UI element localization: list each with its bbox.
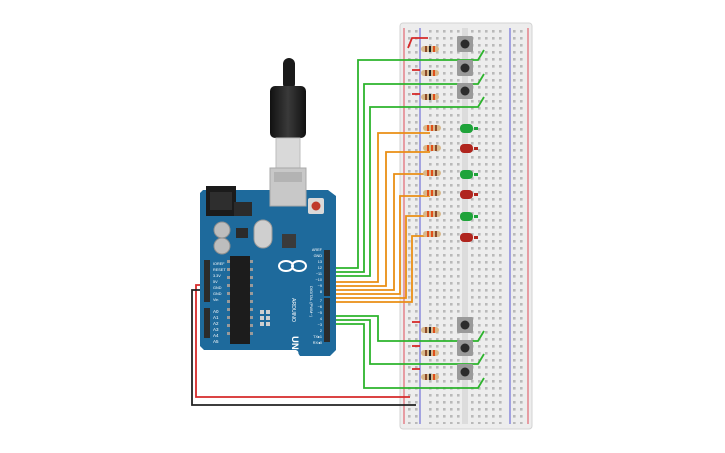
wire-orange-3[interactable]: [327, 173, 430, 291]
resistor[interactable]: [421, 350, 439, 356]
resistor[interactable]: [421, 327, 439, 333]
svg-text:4: 4: [320, 317, 322, 321]
left-power-rail[interactable]: [405, 28, 419, 424]
digital-header-label: DIGITAL (PWM~): [309, 286, 314, 318]
svg-text:A2: A2: [213, 321, 219, 326]
leds[interactable]: [460, 124, 478, 242]
atmega-chip: [230, 256, 250, 344]
crystal: [253, 219, 273, 249]
svg-text:~9: ~9: [318, 284, 322, 288]
svg-text:8: 8: [320, 290, 322, 294]
svg-text:A0: A0: [213, 309, 219, 314]
wire-orange-2[interactable]: [327, 151, 430, 287]
center-channel: [462, 28, 468, 424]
push-button[interactable]: [457, 317, 473, 333]
svg-text:GND: GND: [213, 292, 222, 296]
svg-text:RESET: RESET: [213, 268, 226, 272]
wire-green-1[interactable]: [327, 49, 485, 269]
arduino-brand-text: ARDUINO: [290, 298, 296, 322]
usb-cable-wire: [283, 58, 295, 90]
resistor[interactable]: [423, 145, 441, 151]
resistor[interactable]: [423, 190, 441, 196]
terminal-strip-right[interactable]: [469, 28, 505, 424]
resistor[interactable]: [423, 125, 441, 131]
push-button[interactable]: [457, 60, 473, 76]
digital-pin-labels-top: AREF GND 13 12 ~11 ~10 ~9 8: [312, 248, 323, 294]
arduino-uno[interactable]: ARDUINO UNO DIGITAL (PWM~) IOREF RESET 3…: [200, 167, 336, 357]
capacitor: [213, 221, 231, 239]
digital-header-top[interactable]: [324, 250, 330, 296]
resistors[interactable]: [421, 46, 441, 380]
svg-text:A4: A4: [213, 333, 219, 338]
push-button[interactable]: [457, 364, 473, 380]
resistor[interactable]: [423, 170, 441, 176]
wire-green-3[interactable]: [327, 96, 485, 277]
svg-text:~10: ~10: [316, 278, 322, 282]
power-labels: IOREF RESET 3.3V 5V GND GND Vin: [213, 262, 226, 302]
led-red[interactable]: [460, 144, 478, 153]
wire-orange-6[interactable]: [327, 235, 430, 303]
resistor[interactable]: [423, 211, 441, 217]
svg-text:13: 13: [318, 260, 322, 264]
arduino-model-text: UNO: [289, 336, 300, 357]
svg-text:2: 2: [320, 329, 322, 333]
arduino-infinity-logo: [278, 260, 307, 272]
svg-text:~6: ~6: [318, 305, 322, 309]
usb-cable[interactable]: [270, 58, 306, 169]
wire-orange-5[interactable]: [327, 215, 430, 299]
wire-green-6[interactable]: [327, 323, 485, 389]
wire-green-5[interactable]: [327, 319, 485, 365]
svg-text:5V: 5V: [213, 280, 218, 284]
svg-text:A5: A5: [213, 339, 219, 344]
svg-text:~5: ~5: [318, 311, 322, 315]
resistor[interactable]: [421, 94, 439, 100]
led-red[interactable]: [460, 190, 478, 199]
svg-text:GND: GND: [213, 286, 222, 290]
resistor[interactable]: [421, 46, 439, 52]
icsp-header: [260, 310, 270, 326]
svg-text:Vin: Vin: [213, 298, 218, 302]
svg-text:~3: ~3: [318, 323, 322, 327]
capacitor: [213, 237, 231, 255]
digital-header-bottom[interactable]: [324, 298, 330, 342]
svg-text:7: 7: [320, 299, 322, 303]
resistor[interactable]: [421, 70, 439, 76]
digital-pin-labels-bottom: 7 ~6 ~5 4 ~3 2 TX▸1 RX◂0: [313, 299, 322, 345]
led-green[interactable]: [460, 212, 478, 221]
wire-orange-1[interactable]: [327, 132, 430, 283]
svg-text:GND: GND: [314, 254, 323, 258]
resistor[interactable]: [421, 374, 439, 380]
led-red[interactable]: [460, 233, 478, 242]
right-power-rail[interactable]: [512, 28, 526, 424]
svg-text:12: 12: [318, 266, 322, 270]
svg-text:3.3V: 3.3V: [213, 274, 221, 278]
push-buttons[interactable]: [457, 36, 473, 380]
orange-wires[interactable]: [327, 132, 430, 303]
analog-header[interactable]: [204, 308, 210, 338]
power-header[interactable]: [204, 260, 210, 302]
svg-text:A1: A1: [213, 315, 219, 320]
svg-text:IOREF: IOREF: [213, 262, 225, 266]
wire-red-rail-top[interactable]: [407, 37, 428, 49]
svg-text:A3: A3: [213, 327, 219, 332]
svg-text:AREF: AREF: [312, 248, 323, 252]
wire-green-4[interactable]: [327, 315, 485, 342]
resistor[interactable]: [423, 231, 441, 237]
wire-orange-4[interactable]: [327, 195, 430, 295]
svg-text:RX◂0: RX◂0: [313, 341, 322, 345]
led-green[interactable]: [460, 124, 478, 133]
usb-plug-body: [270, 86, 306, 138]
usb-plug-metal: [275, 137, 301, 169]
wire-green-2[interactable]: [327, 73, 485, 273]
svg-text:TX▸1: TX▸1: [313, 335, 322, 339]
led-green[interactable]: [460, 170, 478, 179]
push-button[interactable]: [457, 36, 473, 52]
push-button[interactable]: [457, 340, 473, 356]
analog-labels: A0 A1 A2 A3 A4 A5: [213, 309, 219, 344]
svg-text:~11: ~11: [316, 272, 322, 276]
push-button[interactable]: [457, 83, 473, 99]
